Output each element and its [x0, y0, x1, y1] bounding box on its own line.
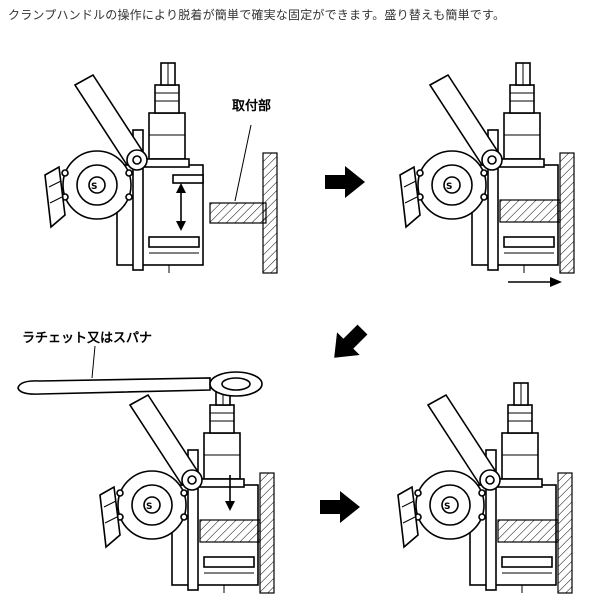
arrow-right-bottom-icon — [320, 491, 360, 523]
mount-label: 取付部 — [232, 98, 271, 114]
arrow-slide-right-icon — [508, 277, 562, 287]
panel-fixed — [397, 382, 573, 594]
panel-before-mount — [44, 62, 278, 274]
ratchet-wrench — [17, 371, 263, 397]
panel-tighten — [99, 382, 275, 594]
caption: クランプハンドルの操作により脱着が簡単で確実な固定ができます。盛り替えも簡単です… — [8, 8, 506, 22]
arrow-right-top-icon — [325, 166, 365, 198]
ratchet-label: ラチェット又はスパナ — [22, 331, 152, 346]
panel-mounted — [399, 62, 575, 274]
arrow-down-left-icon — [334, 324, 368, 358]
